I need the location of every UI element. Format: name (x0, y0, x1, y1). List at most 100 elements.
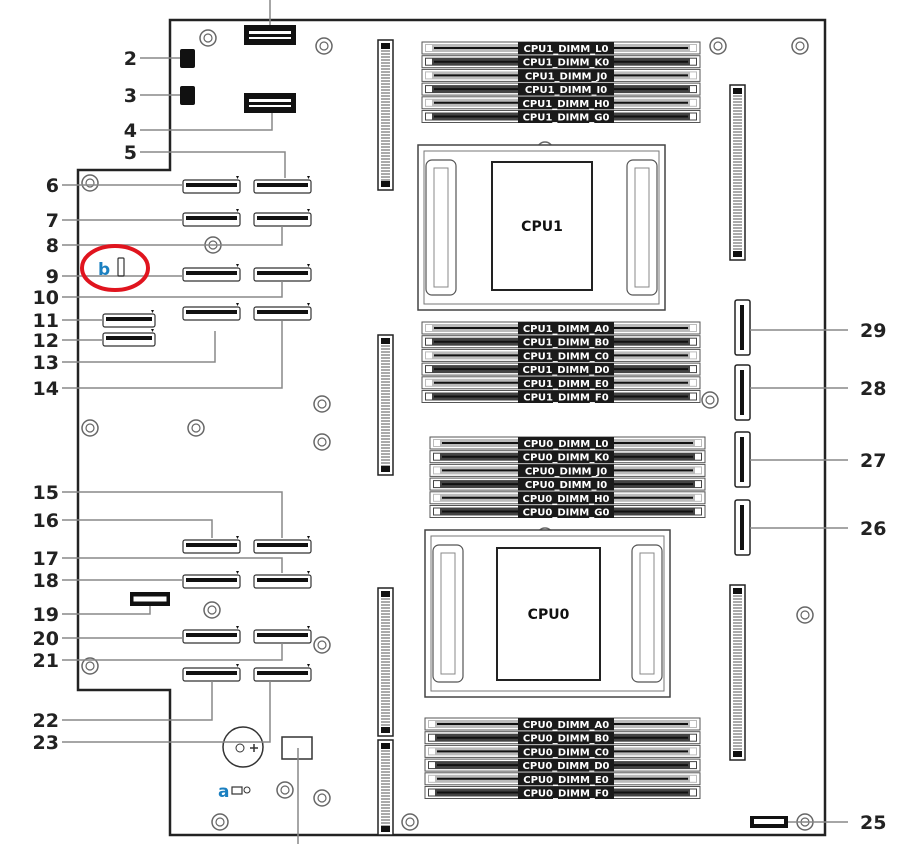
screw-inner (207, 605, 217, 615)
screw-inner (319, 41, 329, 51)
screw-inner (191, 423, 201, 433)
leader-line (62, 491, 283, 538)
screw-outer (313, 789, 331, 807)
jumper-pin-icon (243, 786, 251, 794)
dimm-latch (429, 734, 435, 741)
battery (222, 726, 264, 768)
dimm-slot: CPU1_DIMM_H0 (421, 96, 701, 110)
dimm-label: CPU1_DIMM_J0 (525, 71, 607, 82)
battery-terminal (235, 743, 245, 753)
dimm-latch (426, 72, 432, 79)
screw-inner (405, 817, 415, 827)
screw-hole-icon (199, 29, 217, 47)
screw-inner (795, 41, 805, 51)
latch (381, 743, 390, 749)
callout-8: 8 (46, 235, 59, 257)
latch (381, 466, 390, 472)
pin1-marker (307, 264, 310, 267)
screw-hole-icon (313, 789, 331, 807)
slot-opening (106, 336, 152, 340)
latch (381, 727, 390, 733)
dimm-latch (690, 366, 696, 373)
dimm-label: CPU1_DIMM_A0 (523, 324, 609, 335)
dimm-latch (690, 58, 696, 65)
dimm-latch (426, 113, 432, 120)
slot-opening (186, 310, 237, 314)
screw-inner (85, 423, 95, 433)
slot-opening (257, 633, 308, 637)
slot-opening (257, 183, 308, 187)
slot-opening (186, 271, 237, 275)
dimm-slot: CPU1_DIMM_G0 (421, 110, 701, 124)
dimm-latch (690, 379, 696, 386)
screw-hole-icon (187, 419, 205, 437)
leader-line (140, 151, 286, 178)
latch (381, 338, 390, 344)
dimm-slot: CPU0_DIMM_G0 (429, 505, 706, 519)
dimm-label: CPU0_DIMM_G0 (523, 508, 610, 519)
pin1-marker (307, 626, 310, 629)
dimm-latch (426, 366, 432, 373)
dimm-label: CPU0_DIMM_K0 (523, 453, 609, 464)
screw-inner (317, 793, 327, 803)
dimm-latch (429, 721, 435, 727)
slot-opening (186, 578, 237, 582)
dimm-label-bg (518, 83, 614, 96)
callout-13: 13 (33, 352, 59, 374)
dimm-label: CPU0_DIMM_J0 (525, 466, 607, 477)
cpu-die (491, 161, 593, 291)
leader-line (62, 681, 213, 721)
dimm-latch (690, 325, 696, 331)
dimm-latch (695, 467, 701, 474)
cpu-socket: CPU1 (417, 144, 666, 311)
fan-header (180, 49, 195, 68)
component-box (281, 736, 313, 760)
dimm-label: CPU1_DIMM_F0 (523, 393, 609, 404)
callout-26: 26 (860, 518, 886, 540)
dimm-label: CPU1_DIMM_I0 (525, 85, 607, 96)
pin1-marker (307, 536, 310, 539)
dimm-slot: CPU1_DIMM_L0 (421, 41, 701, 55)
latch (733, 751, 742, 757)
cpu-socket: CPU0 (424, 529, 671, 698)
dimm-latch (695, 494, 701, 501)
dimm-latch (434, 508, 440, 515)
connector-slot (249, 99, 291, 102)
dimm-label: CPU1_DIMM_L0 (524, 44, 609, 55)
dimm-slot: CPU1_DIMM_F0 (421, 390, 701, 404)
dimm-latch (690, 721, 696, 727)
dimm-label: CPU0_DIMM_D0 (523, 761, 610, 772)
dimm-latch (690, 762, 696, 769)
latch (381, 826, 390, 832)
dimm-label: CPU1_DIMM_D0 (523, 365, 610, 376)
latch (381, 591, 390, 597)
dimm-label: CPU1_DIMM_K0 (523, 58, 609, 69)
dimm-label-bg (518, 478, 614, 491)
socket-lever-inner (433, 167, 449, 288)
dimm-latch (690, 338, 696, 345)
dimm-slot: CPU0_DIMM_H0 (429, 491, 706, 505)
callout-28: 28 (860, 378, 886, 400)
callout-16: 16 (33, 510, 59, 532)
screw-hole-icon (276, 781, 294, 799)
screw-outer (709, 37, 727, 55)
jumper-vertical-icon (117, 257, 125, 277)
dimm-latch (426, 338, 432, 345)
dimm-slot: CPU0_DIMM_C0 (424, 744, 701, 758)
callout-7: 7 (46, 210, 59, 232)
socket-inner-frame (423, 150, 660, 305)
dimm-label-bg (518, 745, 614, 758)
slot-opening (186, 543, 237, 547)
dimm-slot: CPU0_DIMM_E0 (424, 772, 701, 786)
callout-11: 11 (33, 310, 59, 332)
dimm-label-bg (518, 390, 614, 403)
slot-opening (106, 317, 152, 321)
pin1-marker (236, 664, 239, 667)
marker-a: a (218, 782, 229, 802)
dimm-label-bg (518, 55, 614, 69)
slimline-opening (740, 370, 744, 415)
callout-20: 20 (33, 628, 59, 650)
latch (733, 88, 742, 94)
callout-14: 14 (33, 378, 59, 400)
dimm-label: CPU0_DIMM_F0 (523, 789, 609, 800)
